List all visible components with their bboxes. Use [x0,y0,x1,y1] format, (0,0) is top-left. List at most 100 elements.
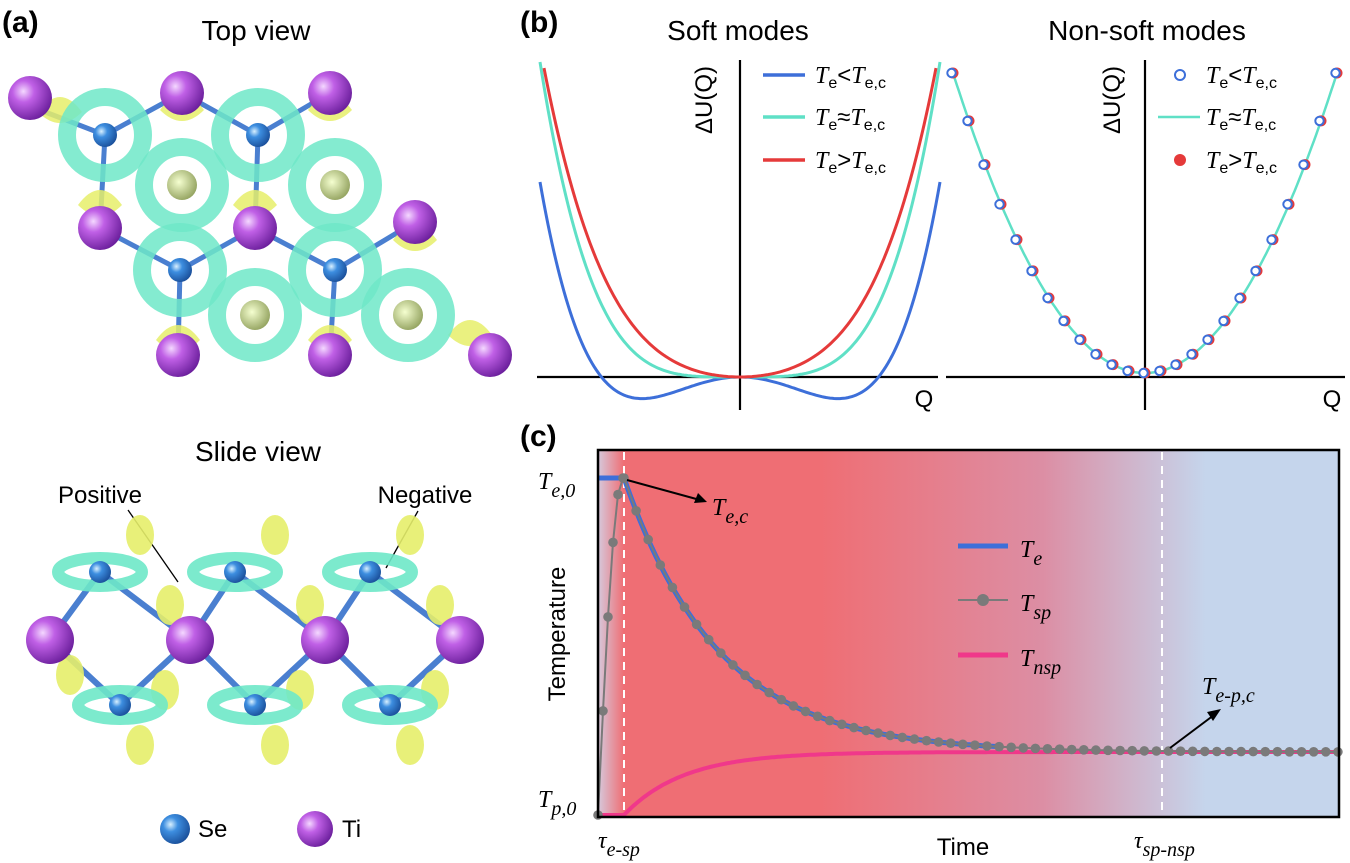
nonsoft-point-below [1266,234,1277,245]
ti-atom [308,333,352,377]
tsp-point [776,694,787,705]
tsp-point [1091,745,1101,755]
tsp-point [945,738,956,748]
nonsoft-point-below [978,159,989,170]
nonsoft-point-below [1314,115,1325,127]
negative-ring [133,223,227,317]
se-atom [359,561,381,583]
tsp-point [691,619,702,630]
nonsoft-point-below [1090,349,1101,360]
panel-a-label: (a) [2,6,39,39]
se-legend-label: Se [198,816,227,843]
ti-atom [166,616,214,664]
soft-x-axis-label: Q [915,386,934,413]
positive-lobe [296,585,324,625]
nonsoft-point-below [1026,265,1037,277]
nonsoft-point-below [1074,334,1085,345]
positive-lobe [396,515,424,555]
nonsoft-point-below [1234,292,1245,304]
nonsoft-legend-marker-above [1174,154,1186,166]
tsp-point [824,715,835,726]
tsp-point [740,670,750,681]
soft-curve-2 [542,67,938,379]
soft-legend-entry-near: Te≈Te,c [815,104,885,134]
ti-atom-icon [297,811,333,847]
ti-atom [301,616,349,664]
tsp-point [970,740,980,750]
panel-a: (a) Top view Slide view Positive Negativ… [2,6,512,847]
legend-te-label: Te [1020,537,1042,570]
tsp-point [1018,743,1029,753]
negative-ring [288,223,382,317]
nonsoft-legend: Te<Te,c Te≈Te,c Te>Te,c [1158,62,1277,177]
soft-legend-entry-below: Te<Te,c [815,62,886,92]
tsp-point [1066,744,1077,755]
se-atom-lower [167,170,197,200]
tsp-point [1151,746,1162,756]
nonsoft-point-below [1122,365,1133,377]
nonsoft-point-below [1010,234,1021,245]
tsp-point [1054,744,1065,754]
tsp-point [958,739,968,750]
plot-frame-c [596,448,1341,819]
tsp-point [800,706,811,717]
annot-te-c-arrow [626,479,701,501]
temperature-legend: Te Tsp Tnsp [958,537,1061,679]
panel-b-label: (b) [520,6,558,39]
time-axis-label: Time [937,834,989,861]
negative-ring [58,88,152,182]
nonsoft-point-below [1170,359,1181,370]
legend-tnsp-label: Tnsp [1020,646,1061,679]
tsp-point [1030,743,1041,754]
tsp-point [643,534,653,545]
annot-te-p-c: Te-p,c [1202,674,1255,707]
ti-atom [78,206,122,250]
se-atom-lower [320,170,350,200]
temperature-axis-label: Temperature [544,567,571,702]
annot-te-c: Te,c [712,495,748,528]
legend-tsp-marker [977,594,989,606]
tsp-point [1006,742,1016,753]
positive-lobe [126,725,154,765]
tsp-point [788,701,799,711]
negative-torus [322,552,418,592]
tsp-point [1139,746,1150,756]
tsp-point [1321,747,1331,757]
tsp-point [1103,745,1113,756]
negative-ring [361,268,455,362]
tsp-point [885,730,895,741]
nonsoft-point-below [1058,315,1069,327]
soft-mode-curves [538,61,942,401]
tsp-point [1272,746,1283,757]
tsp-point [1175,746,1186,756]
tsp-point [873,728,883,738]
se-atom-lower [240,300,270,330]
se-atom-icon [160,814,190,844]
top-view-structure [8,71,512,377]
ti-atom [233,206,277,250]
tsp-point [613,489,623,500]
tsp-point [921,735,932,746]
negative-ring [208,268,302,362]
ti-atom [308,71,352,115]
positive-lobe [261,725,289,765]
tsp-point [982,741,992,751]
tsp-point [837,719,847,730]
tsp-point [631,506,641,516]
x-tick-tau-e-sp: τe-sp [598,828,640,861]
tsp-point [716,648,726,658]
nonsoft-legend-entry-above: Te>Te,c [1206,147,1277,177]
annot-te-c-arrowhead [694,493,707,503]
phase-background [598,450,1339,817]
nonsoft-point-below [946,67,957,79]
negative-torus [72,685,168,725]
tsp-point [1187,746,1198,757]
se-atom [323,258,347,282]
nonsoft-point-below [1186,349,1197,360]
nonsoft-point-below [1154,365,1165,377]
se-atom [109,694,131,716]
ti-atom [8,76,52,120]
ti-atom [436,616,484,664]
se-atom [246,123,270,147]
tsp-point [849,722,859,733]
